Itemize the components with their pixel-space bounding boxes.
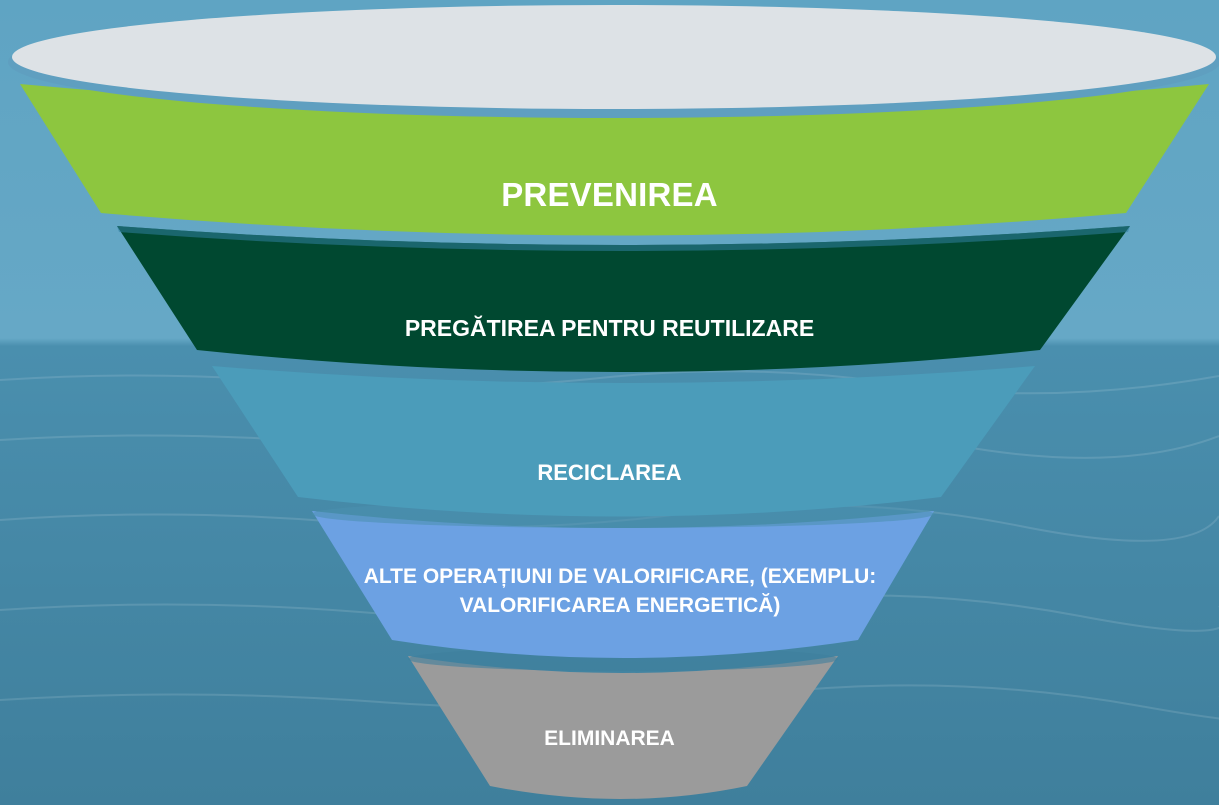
tier-label-reciclarea: RECICLAREA (537, 460, 682, 485)
tier-separator (117, 226, 1130, 251)
tier-label-eliminarea: ELIMINAREA (544, 727, 675, 750)
tier-eliminarea (408, 656, 838, 799)
tier-label-alte-operatiuni: ALTE OPERAȚIUNI DE VALORIFICARE, (EXEMPL… (363, 565, 877, 617)
tier-label-prevenirea: PREVENIREA (501, 176, 718, 213)
tier-alte-operatiuni (312, 511, 934, 658)
tier-reciclarea (212, 366, 1035, 517)
tier-prevenirea (20, 84, 1209, 236)
tier-pregatirea (117, 226, 1130, 372)
funnel-rim-top (12, 5, 1216, 109)
tier-label-pregatirea: PREGĂTIREA PENTRU REUTILIZARE (404, 315, 815, 341)
